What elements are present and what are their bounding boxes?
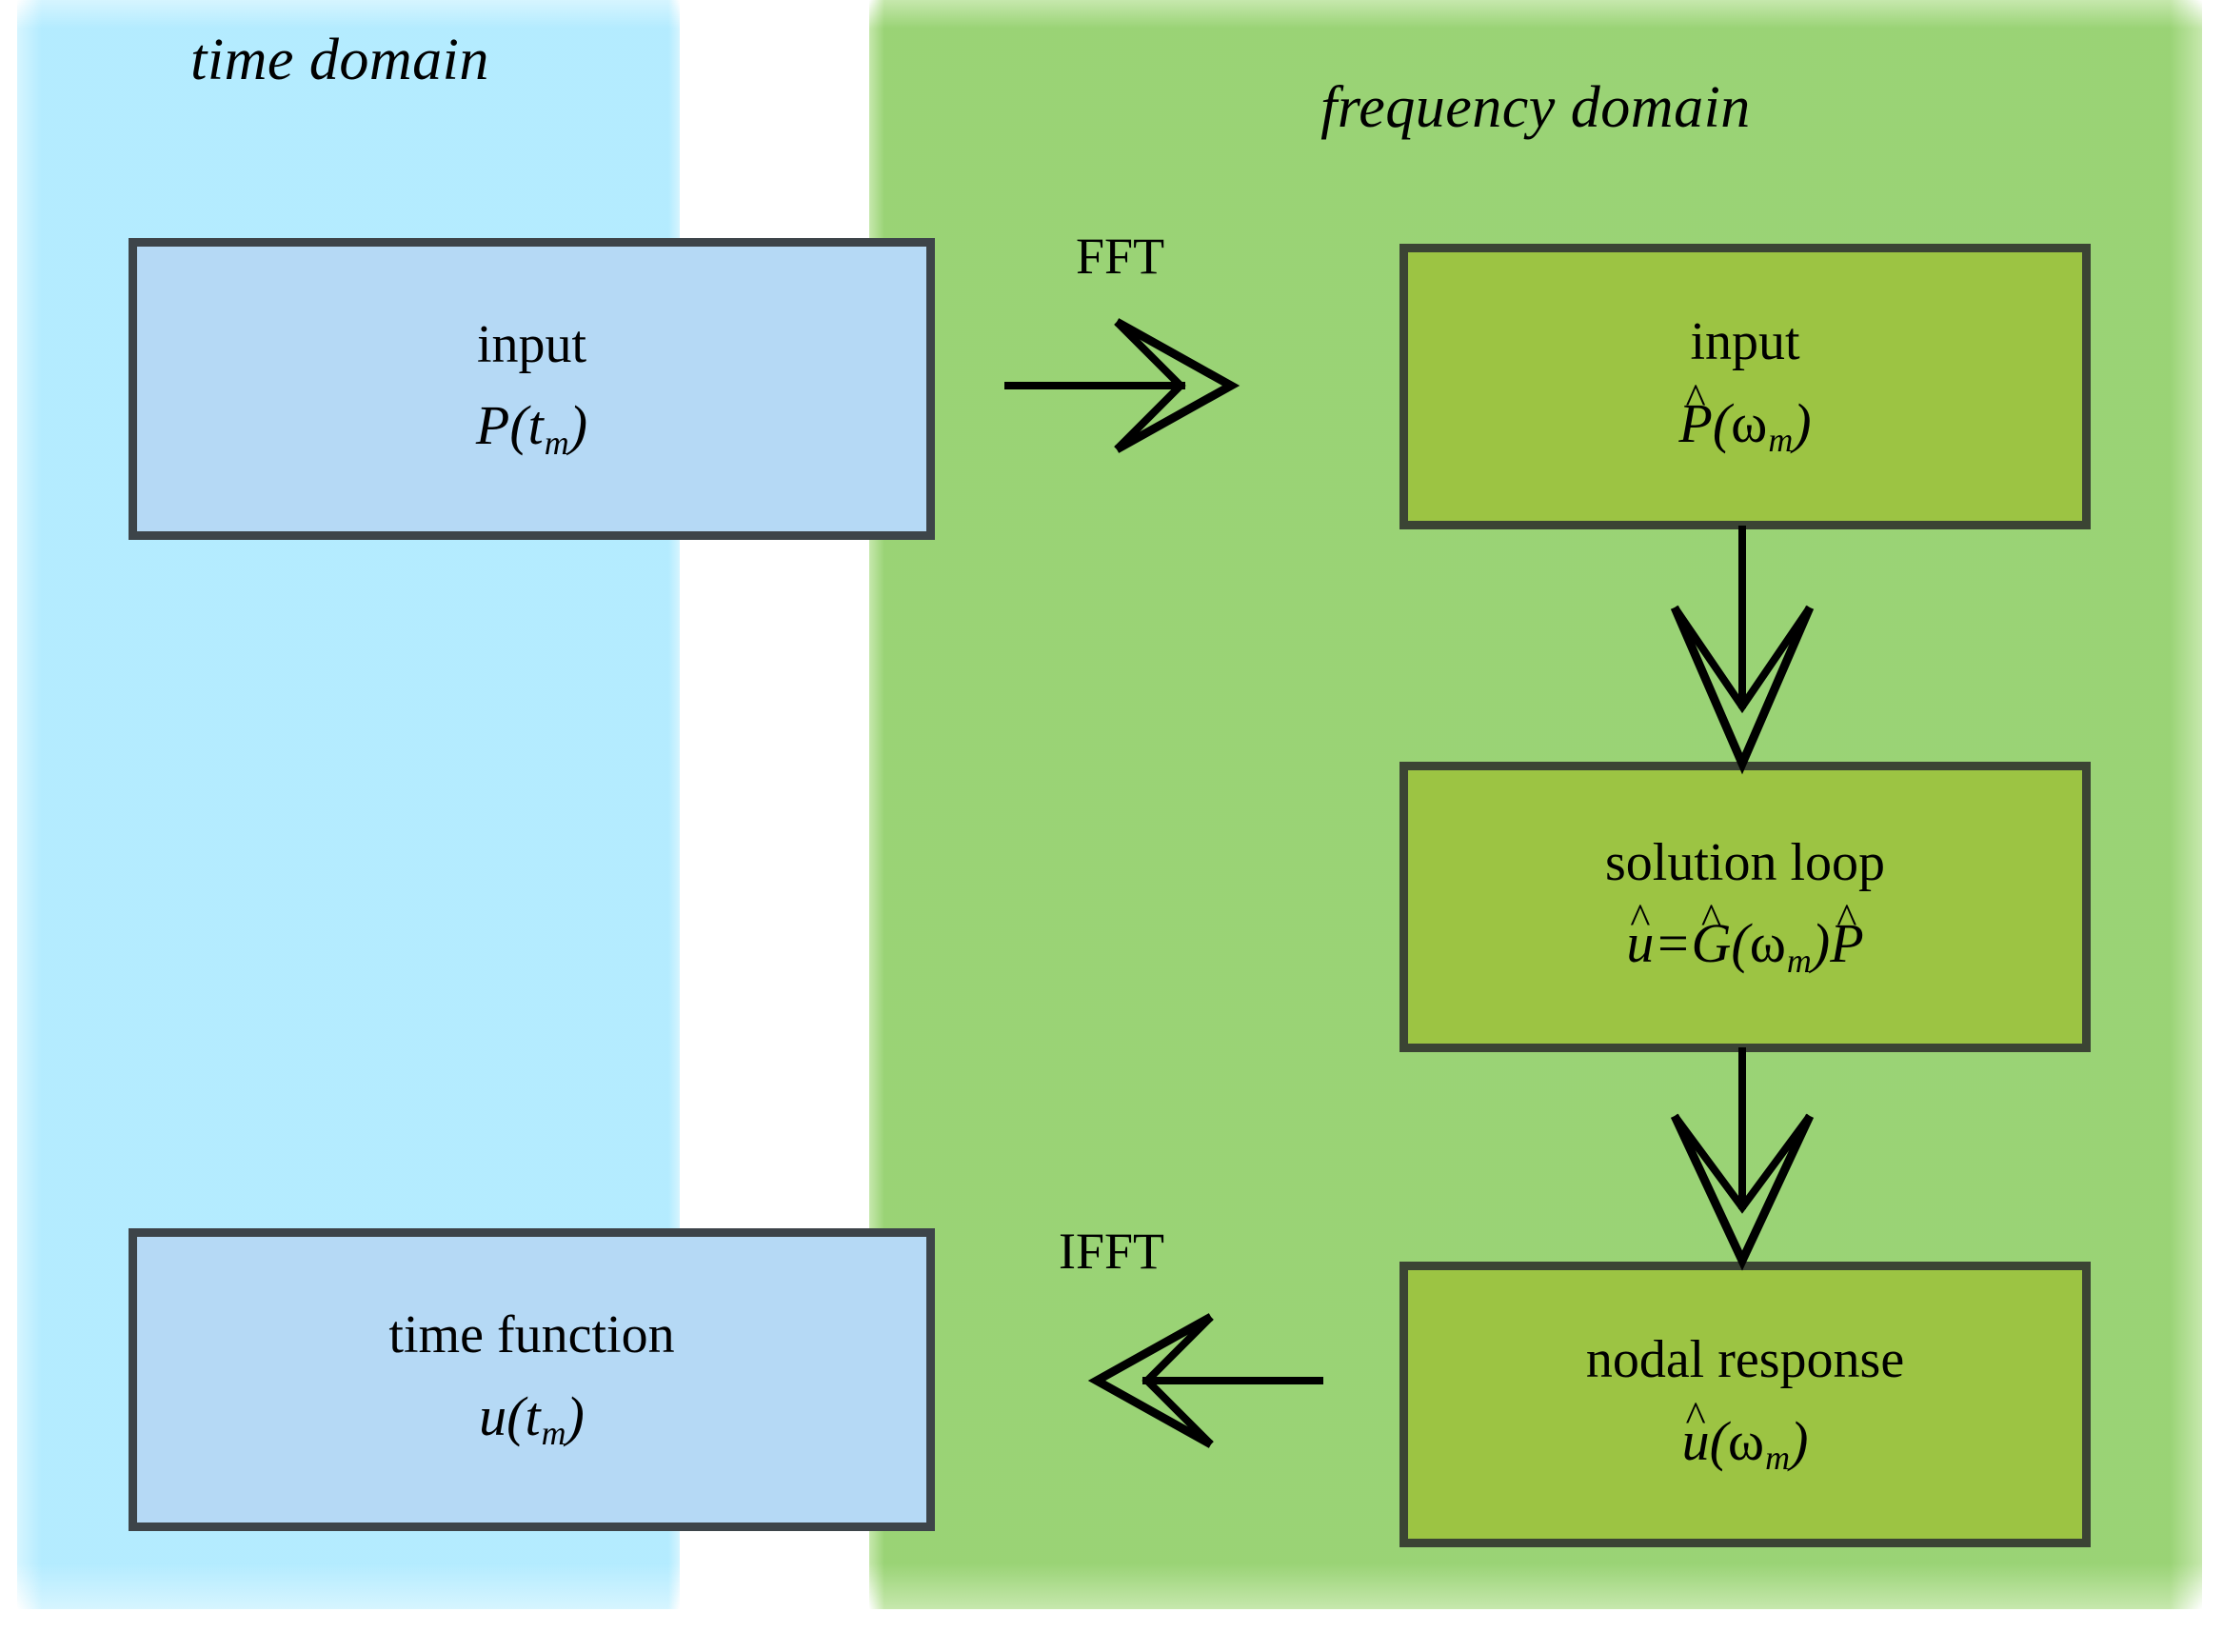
box-time-function-formula: u(tm) xyxy=(479,1384,585,1453)
flow-arrow-input-to-solution-icon xyxy=(1670,526,1815,775)
box-nodal-response-label: nodal response xyxy=(1585,1330,1905,1390)
fft-arrow-icon xyxy=(1004,318,1241,453)
box-time-function[interactable]: time function u(tm) xyxy=(129,1228,935,1531)
box-solution-loop-formula: ^u=^G(ωm)^P xyxy=(1626,895,1864,980)
box-solution-loop-label: solution loop xyxy=(1604,832,1886,892)
time-domain-title: time domain xyxy=(190,28,489,92)
box-input-time-formula: P(tm) xyxy=(475,394,588,462)
box-solution-loop[interactable]: solution loop ^u=^G(ωm)^P xyxy=(1399,762,2091,1052)
fft-arrow-label: FFT xyxy=(1076,228,1165,285)
box-time-function-label: time function xyxy=(388,1305,675,1365)
flow-arrow-solution-to-nodal-icon xyxy=(1670,1047,1815,1271)
box-nodal-response-formula: ^u(ωm) xyxy=(1681,1392,1809,1478)
box-input-time-domain[interactable]: input P(tm) xyxy=(129,238,935,540)
ifft-arrow-icon xyxy=(1087,1313,1323,1448)
box-input-frequency-label: input xyxy=(1690,312,1800,372)
box-input-frequency-domain[interactable]: input ^P(ωm) xyxy=(1399,244,2091,529)
box-nodal-response[interactable]: nodal response ^u(ωm) xyxy=(1399,1262,2091,1547)
frequency-domain-title: frequency domain xyxy=(1320,75,1751,140)
box-input-frequency-formula: ^P(ωm) xyxy=(1678,374,1812,460)
ifft-arrow-label: IFFT xyxy=(1059,1223,1165,1280)
box-input-time-label: input xyxy=(476,314,587,374)
